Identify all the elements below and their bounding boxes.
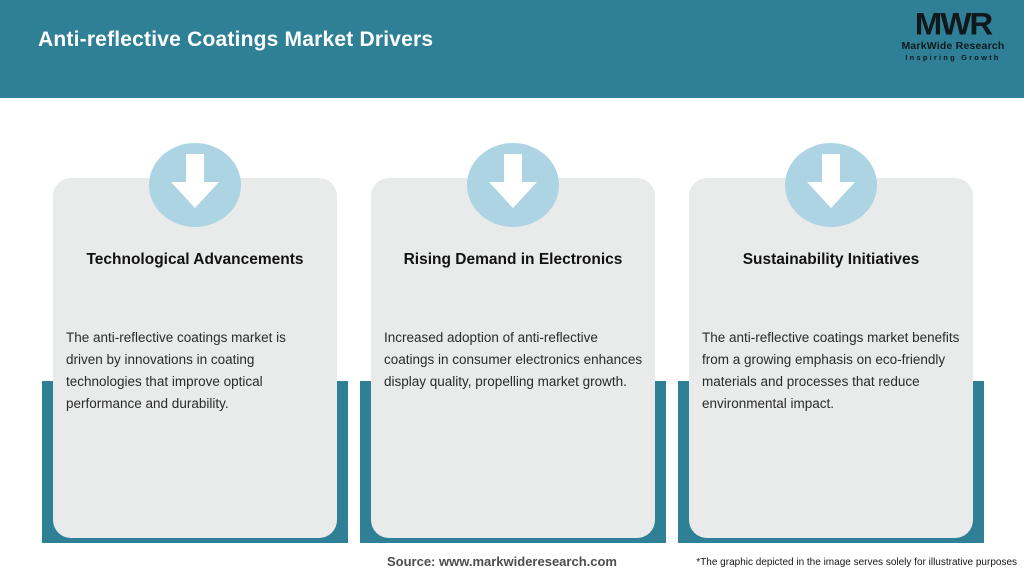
header-bar: Anti-reflective Coatings Market Drivers … — [0, 0, 1024, 98]
down-arrow-icon — [171, 154, 219, 208]
driver-card: Rising Demand in Electronics Increased a… — [371, 178, 655, 538]
driver-card-group-technological-advancements: Technological Advancements The anti-refl… — [42, 140, 348, 544]
card-body: Increased adoption of anti-reflective co… — [384, 330, 643, 389]
source-text: Source: www.markwideresearch.com — [386, 554, 617, 569]
card-title: Sustainability Initiatives — [742, 251, 920, 268]
driver-card-group-rising-demand-in-electronics: Rising Demand in Electronics Increased a… — [360, 140, 666, 544]
arrow-circle — [467, 143, 559, 227]
card-title: Technological Advancements — [86, 251, 304, 268]
logo-tagline: Inspiring Growth — [905, 53, 1001, 62]
driver-card: Sustainability Initiatives The anti-refl… — [689, 178, 973, 538]
down-arrow-icon — [489, 154, 537, 208]
logo-company-name: MarkWide Research — [901, 40, 1005, 52]
page-title: Anti-reflective Coatings Market Drivers — [38, 28, 434, 51]
card-body: The anti-reflective coatings market is d… — [66, 330, 286, 411]
card-body: The anti-reflective coatings market bene… — [702, 330, 960, 411]
logo-monogram: MWR — [914, 5, 993, 42]
disclaimer-text: *The graphic depicted in the image serve… — [696, 557, 1017, 568]
down-arrow-icon — [807, 154, 855, 208]
driver-card: Technological Advancements The anti-refl… — [53, 178, 337, 538]
driver-card-group-sustainability-initiatives: Sustainability Initiatives The anti-refl… — [678, 140, 984, 544]
arrow-circle — [149, 143, 241, 227]
arrow-circle — [785, 143, 877, 227]
markwide-logo: MWR MarkWide Research Inspiring Growth — [898, 8, 1008, 62]
card-title: Rising Demand in Electronics — [403, 251, 623, 268]
